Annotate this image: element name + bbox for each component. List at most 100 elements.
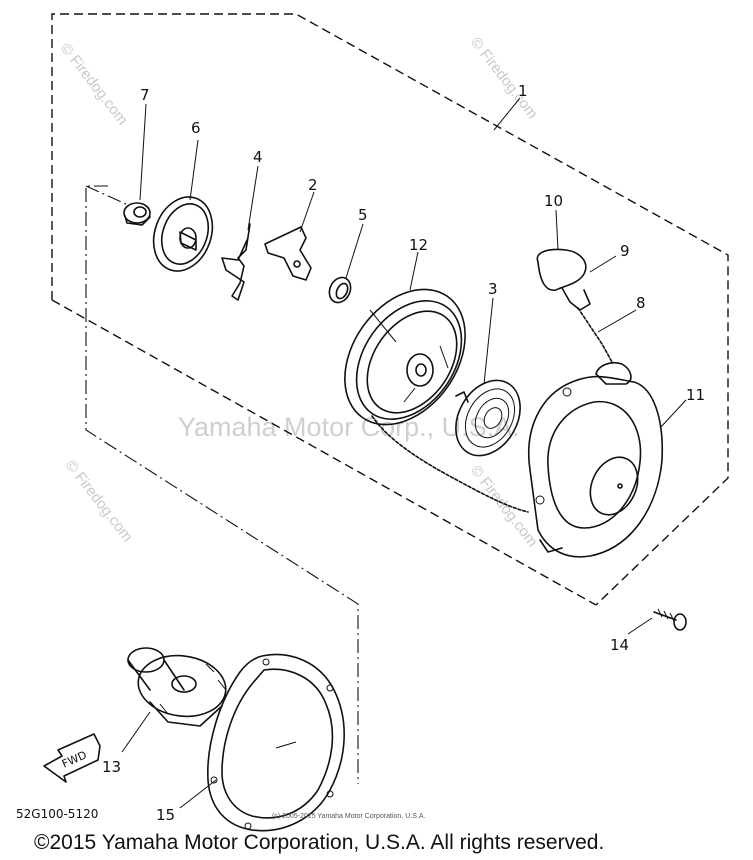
callout-12: 12: [409, 236, 428, 254]
case-pivot: [617, 483, 623, 489]
handle-rope: [577, 307, 613, 363]
ratchet-body: [264, 226, 312, 281]
starter-rope: [371, 415, 529, 513]
callout-14: 14: [610, 636, 629, 654]
pulley-lower: [149, 701, 223, 727]
gasket-outer: [207, 653, 345, 832]
leader-4: [247, 165, 259, 231]
callout-6: 6: [191, 119, 201, 137]
callout-13: 13: [102, 758, 121, 776]
leader-1: [493, 97, 521, 131]
leader-15: [179, 779, 217, 809]
spring-wire: [221, 223, 251, 301]
drum-hub: [406, 353, 434, 387]
callout-5: 5: [358, 206, 368, 224]
spiral-ring-1: [464, 388, 516, 448]
leader-14: [627, 617, 653, 635]
plate-rim: [152, 196, 214, 272]
leader-2: [299, 191, 315, 233]
spiral-outer: [455, 379, 521, 457]
callout-9: 9: [620, 242, 630, 260]
callout-11: 11: [686, 386, 705, 404]
rope-path: [371, 415, 529, 513]
gasket-inner: [221, 668, 334, 819]
case-rope-guide: [595, 361, 632, 385]
part-4-spring: [221, 223, 251, 301]
bolt-threads: [657, 608, 675, 622]
part-2-ratchet: [264, 226, 312, 281]
spiral-ring-3: [483, 407, 503, 429]
drum-rib-3: [403, 387, 416, 403]
footer-copyright: ©2015 Yamaha Motor Corporation, U.S.A. A…: [34, 831, 604, 854]
leader-10: [555, 209, 559, 251]
leader-8: [597, 309, 637, 333]
center-watermark: Yamaha Motor Corp., U.S.A.: [178, 412, 520, 442]
part-5-clip: [328, 276, 352, 304]
gasket-hole-3: [326, 790, 334, 798]
leader-9: [589, 255, 617, 273]
drawing-code: 52G100-5120: [16, 807, 98, 821]
leader-5: [345, 223, 364, 279]
lower-frame-link: [85, 185, 129, 206]
clip-inner: [335, 282, 349, 300]
fwd-arrow: FWD: [43, 733, 101, 783]
nut-inner: [133, 206, 147, 218]
small-copyright: (c) 2005-2015 Yamaha Motor Corporation, …: [272, 813, 425, 820]
leader-3: [483, 297, 494, 385]
leader-6: [189, 139, 199, 201]
pulley-teeth: [159, 663, 227, 715]
callout-3: 3: [488, 280, 498, 298]
pulley-flange: [137, 654, 227, 718]
lower-frame: [85, 185, 359, 784]
gasket-hole-1: [262, 658, 270, 666]
drum-rib-1: [369, 309, 397, 343]
callout-7: 7: [140, 86, 150, 104]
ratchet-hole: [293, 260, 301, 268]
part-7-nut: [123, 202, 151, 226]
part-15-gasket: [207, 653, 345, 832]
pulley-hub: [171, 675, 197, 693]
part-10-handle: [536, 248, 591, 311]
firedog-watermark-2: © Firedog.com: [467, 34, 541, 122]
case-mount-tab: [539, 539, 563, 553]
handle-grip: [536, 248, 587, 291]
plate-boss: [179, 231, 197, 251]
nut-outer: [123, 202, 151, 224]
plate-inner: [160, 203, 210, 265]
firedog-watermark-4: © Firedog.com: [467, 462, 541, 550]
gasket-hole-4: [244, 822, 252, 830]
case-bolt-hole-2: [535, 495, 545, 505]
callout-10: 10: [544, 192, 563, 210]
callout-8: 8: [636, 294, 646, 312]
callout-2: 2: [308, 176, 318, 194]
leader-7: [139, 103, 147, 201]
gasket-hole-5: [210, 776, 218, 784]
part-14-bolt: [653, 608, 687, 631]
leader-gasket-center: [275, 741, 297, 749]
callouts: 1 2 3 4 5 6 7 8 9 10 11 12 13 14 15: [102, 82, 705, 824]
callout-15: 15: [156, 806, 175, 824]
clip-outer: [328, 276, 352, 304]
nut-side: [124, 215, 151, 226]
part-13-starter-pulley: [127, 647, 227, 727]
part-3-spiral-spring: [455, 379, 521, 457]
leader-lines: [121, 97, 687, 809]
part-8-rope: [577, 307, 613, 363]
part-12-sheave-drum: [344, 288, 466, 426]
drum-outer: [344, 288, 466, 426]
lower-group-frame: [85, 185, 359, 784]
pulley-shaft-side: [127, 659, 185, 691]
spiral-tab: [455, 391, 469, 403]
case-bolt-hole-1: [562, 387, 572, 397]
leader-11: [659, 399, 687, 429]
drum-bore: [415, 363, 427, 377]
fwd-label: FWD: [60, 748, 89, 770]
bolt-head: [673, 613, 687, 631]
spiral-ring-2: [474, 397, 510, 439]
case-center: [589, 456, 639, 516]
part-6-drive-plate: [152, 196, 214, 272]
fwd-arrow-shape: [43, 733, 101, 783]
part-11-starter-case: [528, 361, 664, 558]
callout-4: 4: [253, 148, 263, 166]
